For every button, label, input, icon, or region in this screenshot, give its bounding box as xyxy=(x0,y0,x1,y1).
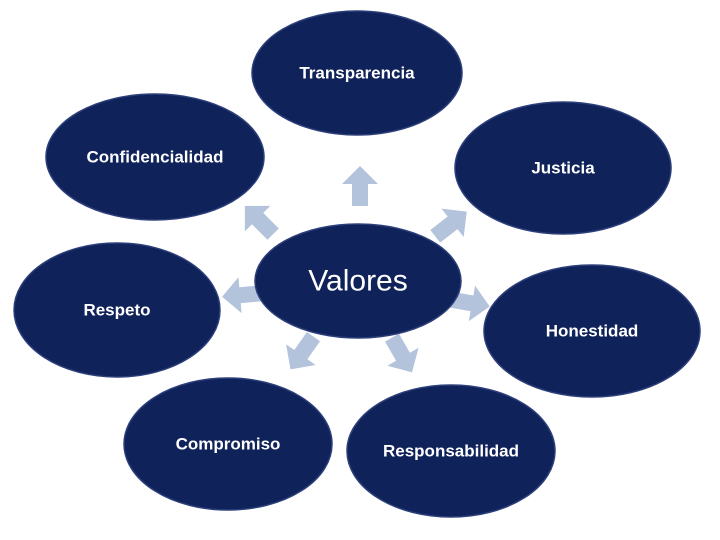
node-honestidad: Honestidad xyxy=(483,264,701,398)
arrow-to-honestidad xyxy=(448,285,490,322)
arrow-to-transparencia xyxy=(342,166,378,206)
arrow-to-responsabilidad xyxy=(385,333,419,373)
center-label: Valores xyxy=(308,265,408,298)
node-label-justicia: Justicia xyxy=(531,159,595,178)
arrow-to-justicia xyxy=(430,208,467,243)
arrow-to-respeto xyxy=(222,277,263,314)
node-compromiso: Compromiso xyxy=(123,377,333,511)
node-label-compromiso: Compromiso xyxy=(176,435,281,454)
arrow-to-compromiso xyxy=(286,332,321,370)
node-label-confidencialidad: Confidencialidad xyxy=(87,148,224,167)
node-confidencialidad: Confidencialidad xyxy=(45,93,265,221)
node-label-transparencia: Transparencia xyxy=(299,64,415,83)
node-responsabilidad: Responsabilidad xyxy=(346,384,556,518)
node-transparencia: Transparencia xyxy=(251,10,463,136)
node-label-responsabilidad: Responsabilidad xyxy=(383,442,519,461)
node-label-respeto: Respeto xyxy=(83,301,150,320)
center-node: Valores xyxy=(254,223,462,339)
node-respeto: Respeto xyxy=(13,242,221,378)
node-justicia: Justicia xyxy=(454,101,672,235)
node-label-honestidad: Honestidad xyxy=(546,322,639,341)
arrow-to-confidencialidad xyxy=(244,205,279,240)
